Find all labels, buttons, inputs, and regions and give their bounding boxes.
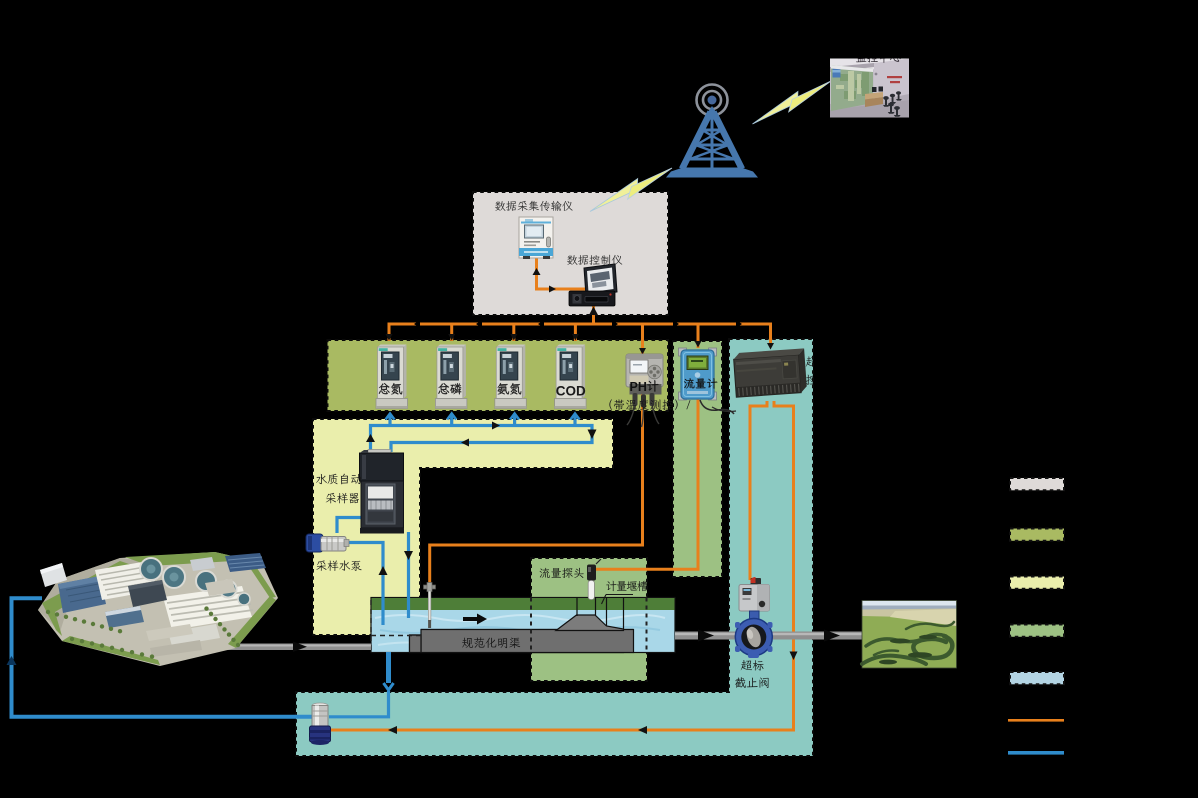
svg-text:PH: PH <box>630 380 647 394</box>
svg-text:COD: COD <box>556 384 586 399</box>
